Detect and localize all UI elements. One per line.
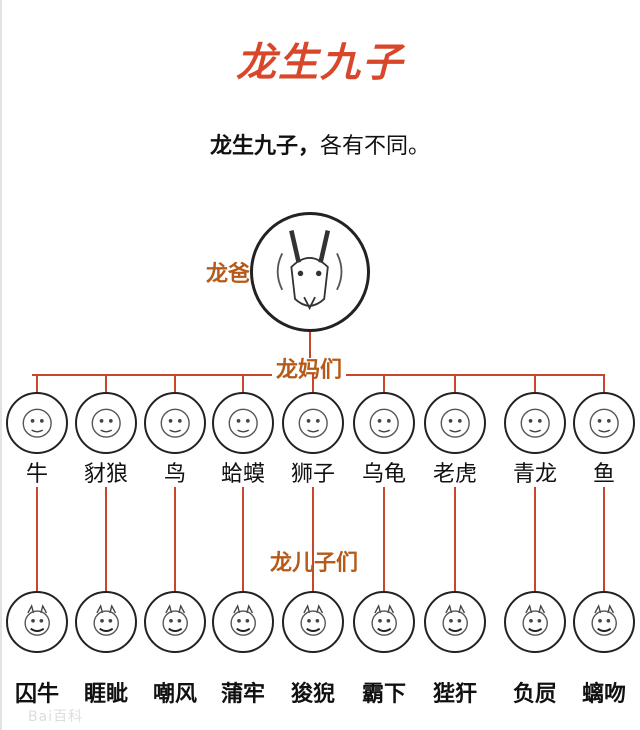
ox-icon: [22, 408, 52, 438]
mother-drop-line: [383, 374, 385, 394]
mother-drop-line: [242, 374, 244, 394]
mother-drop-line: [603, 374, 605, 394]
mother-portrait: [212, 392, 274, 454]
son-portrait: [353, 591, 415, 653]
mother-name: 老虎: [432, 462, 477, 487]
lineage-line: [36, 487, 38, 592]
lineage-line: [603, 487, 605, 592]
mother-name: 鱼: [592, 462, 615, 487]
lineage-line: [174, 487, 176, 592]
mother-name: 青龙: [512, 462, 557, 487]
lineage-line: [242, 487, 244, 592]
mother-drop-line: [454, 374, 456, 394]
lineage-line: [312, 487, 314, 592]
fish-icon: [589, 408, 619, 438]
son-portrait: [424, 591, 486, 653]
bird-icon: [160, 408, 190, 438]
mother-portrait: [353, 392, 415, 454]
son-portrait: [75, 591, 137, 653]
mother-drop-line: [174, 374, 176, 394]
lineage-line: [383, 487, 385, 592]
son-name: 狻猊: [290, 682, 335, 707]
toad-icon: [228, 408, 258, 438]
subtitle-bold: 龙生九子，: [209, 134, 320, 159]
lion-icon: [298, 408, 328, 438]
azure-dragon-icon: [520, 408, 550, 438]
mother-name: 鸟: [163, 462, 186, 487]
son-name: 霸下: [361, 682, 406, 707]
mother-drop-line: [312, 374, 314, 394]
sons-label: 龙儿子们: [270, 551, 359, 576]
subtitle: 龙生九子，各有不同。: [0, 128, 640, 160]
chiwen-icon: [591, 603, 617, 636]
mother-portrait: [75, 392, 137, 454]
mother-portrait: [573, 392, 635, 454]
qiuniu-icon: [24, 603, 50, 636]
father-dragon-portrait: [250, 212, 370, 332]
mother-name: 牛: [25, 462, 48, 487]
lineage-line: [534, 487, 536, 592]
suanni-icon: [300, 603, 326, 636]
yazi-icon: [93, 603, 119, 636]
mother-portrait: [6, 392, 68, 454]
turtle-icon: [369, 408, 399, 438]
son-name: 囚牛: [14, 682, 59, 707]
page-title: 龙生九子: [236, 40, 404, 86]
mother-name: 狮子: [290, 462, 335, 487]
pulao-icon: [230, 603, 256, 636]
baxia-icon: [371, 603, 397, 636]
son-name: 睚眦: [83, 682, 128, 707]
mother-drop-line: [36, 374, 38, 394]
son-name: 蒲牢: [220, 682, 265, 707]
mother-portrait: [282, 392, 344, 454]
left-border: [0, 0, 2, 730]
tiger-icon: [440, 408, 470, 438]
father-connector: [309, 332, 311, 375]
son-name: 螭吻: [581, 682, 626, 707]
watermark: Bai百科: [28, 709, 84, 725]
son-portrait: [282, 591, 344, 653]
bian-icon: [442, 603, 468, 636]
chaofeng-icon: [162, 603, 188, 636]
mother-drop-line: [534, 374, 536, 394]
father-label: 龙爸: [206, 262, 251, 287]
mother-name: 豺狼: [83, 462, 128, 487]
fuxi-icon: [522, 603, 548, 636]
son-portrait: [212, 591, 274, 653]
mother-portrait: [424, 392, 486, 454]
lineage-line: [105, 487, 107, 592]
dragon-head-icon: [277, 230, 343, 311]
son-name: 狴犴: [432, 682, 477, 707]
mother-portrait: [144, 392, 206, 454]
mothers-label: 龙妈们: [272, 358, 347, 384]
son-name: 嘲风: [152, 682, 197, 707]
son-name: 负屃: [512, 682, 557, 707]
son-portrait: [6, 591, 68, 653]
son-portrait: [504, 591, 566, 653]
lineage-line: [454, 487, 456, 592]
wolf-icon: [91, 408, 121, 438]
son-portrait: [144, 591, 206, 653]
mother-name: 乌龟: [361, 462, 406, 487]
mother-name: 蛤蟆: [220, 462, 265, 487]
subtitle-normal: 各有不同。: [320, 134, 431, 159]
mother-drop-line: [105, 374, 107, 394]
mother-portrait: [504, 392, 566, 454]
son-portrait: [573, 591, 635, 653]
